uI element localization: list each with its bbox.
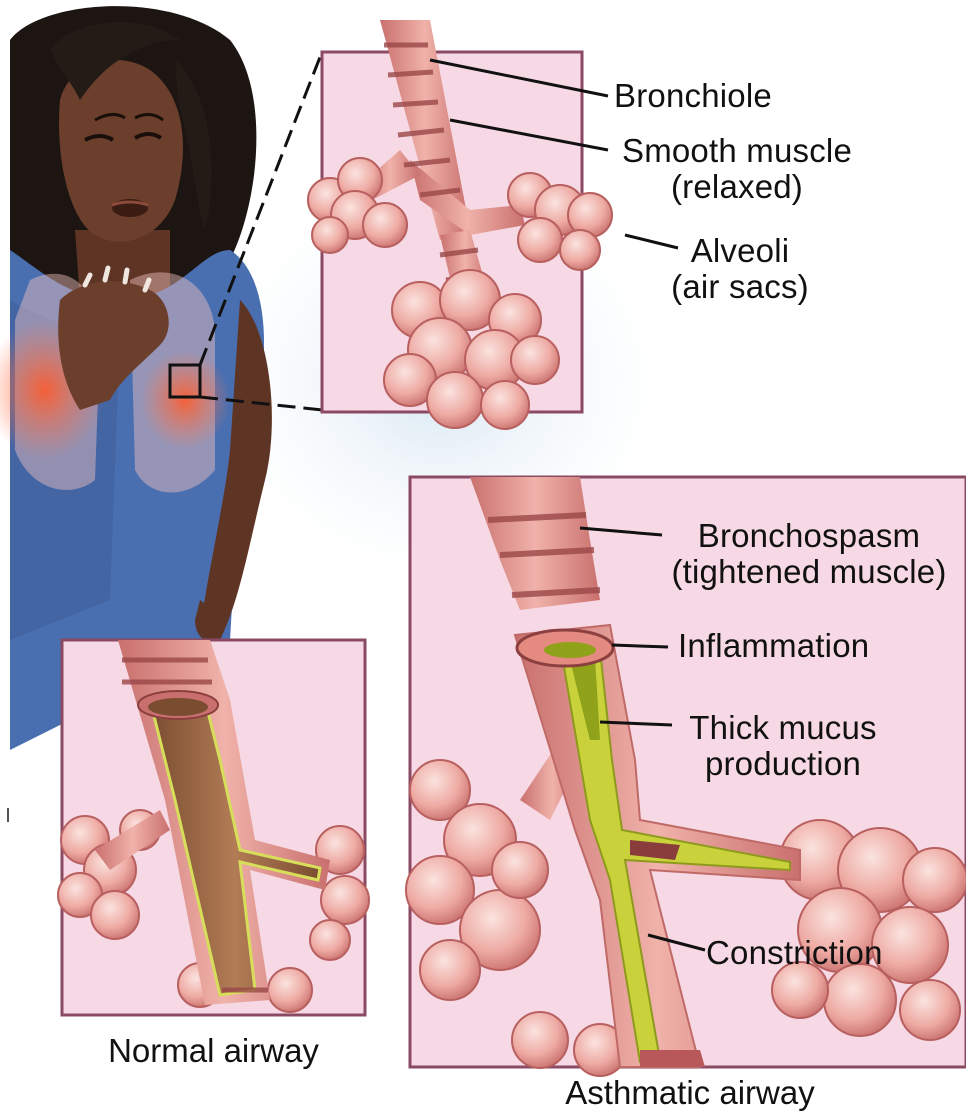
label-constriction: Constriction: [706, 935, 883, 971]
label-alveoli-line1: Alveoli: [650, 233, 830, 269]
label-smooth-muscle: Smooth muscle (relaxed): [612, 133, 862, 205]
label-bronchospasm-line2: (tightened muscle): [664, 554, 954, 590]
label-alveoli-line2: (air sacs): [650, 269, 830, 305]
caption-normal-airway: Normal airway: [62, 1033, 365, 1069]
bronchiole-panel: [308, 20, 612, 429]
label-smooth-muscle-line2: (relaxed): [612, 169, 862, 205]
label-thick-mucus: Thick mucus production: [668, 710, 898, 782]
label-smooth-muscle-line1: Smooth muscle: [612, 133, 862, 169]
label-bronchospasm: Bronchospasm (tightened muscle): [664, 518, 954, 590]
woman-figure: [0, 6, 272, 750]
label-alveoli: Alveoli (air sacs): [650, 233, 830, 305]
label-bronchospasm-line1: Bronchospasm: [664, 518, 954, 554]
label-inflammation: Inflammation: [678, 628, 869, 664]
label-bronchiole: Bronchiole: [614, 78, 772, 114]
label-thick-mucus-line1: Thick mucus: [668, 710, 898, 746]
label-thick-mucus-line2: production: [668, 746, 898, 782]
normal-airway-panel: [58, 640, 369, 1015]
caption-asthmatic-airway: Asthmatic airway: [480, 1075, 900, 1111]
